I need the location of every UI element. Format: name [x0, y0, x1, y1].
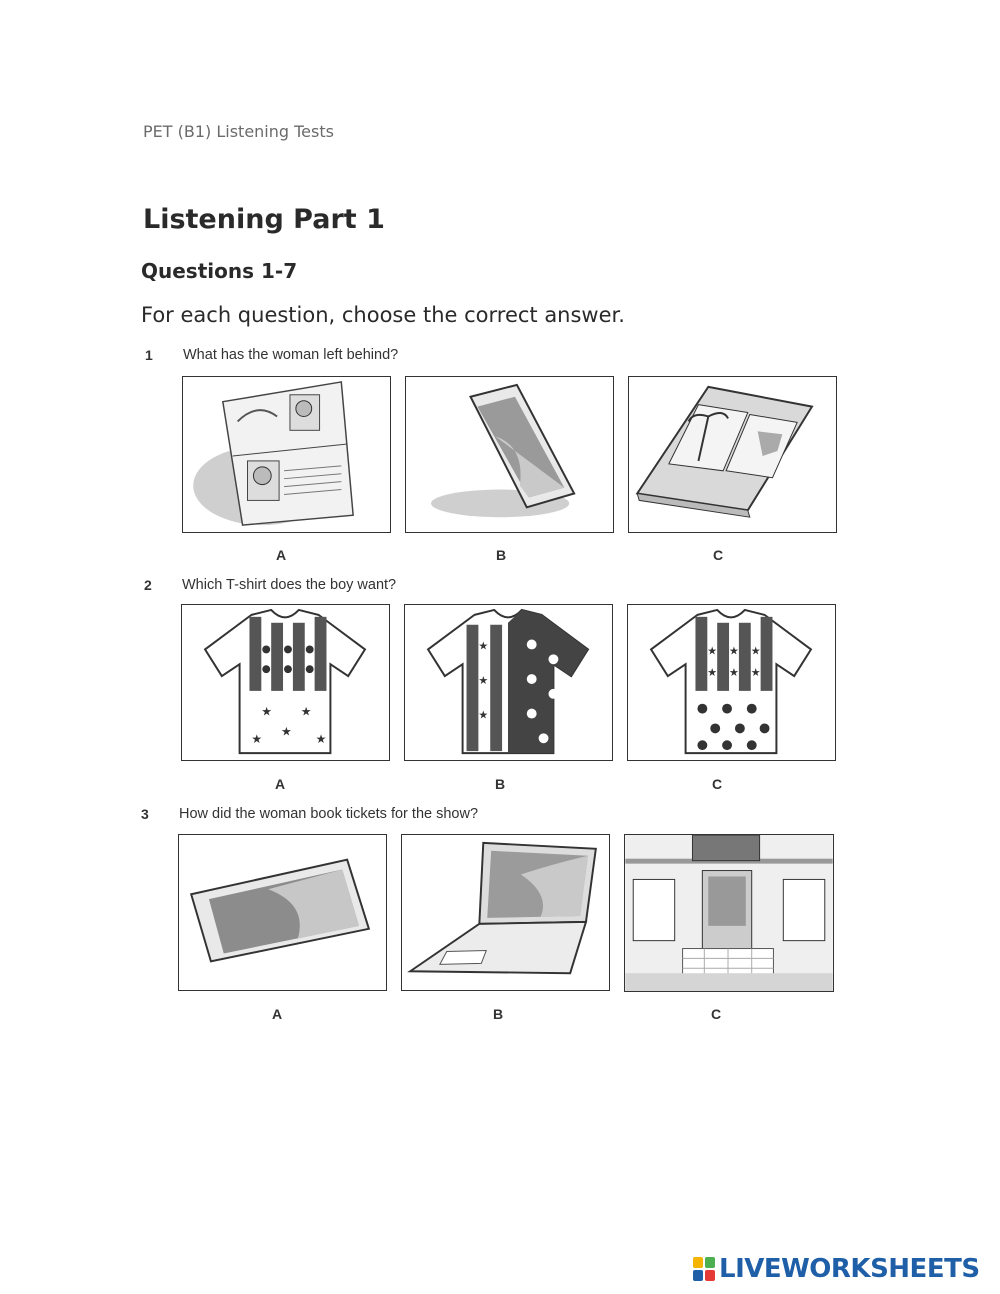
svg-text:★: ★	[478, 710, 488, 722]
svg-text:★: ★	[751, 667, 761, 679]
svg-text:★: ★	[301, 705, 312, 719]
svg-text:★: ★	[707, 645, 717, 657]
logo-mark-icon	[693, 1257, 715, 1281]
q2-option-a-label: A	[274, 776, 286, 792]
q2-option-c-image[interactable]: ★ ★ ★ ★ ★ ★	[627, 604, 836, 761]
question-1-text: What has the woman left behind?	[183, 347, 399, 363]
svg-text:★: ★	[316, 732, 327, 746]
q1-option-c-label: C	[712, 547, 724, 563]
q1-option-c-image[interactable]	[628, 376, 837, 533]
q1-option-b-image[interactable]	[405, 376, 614, 533]
q3-option-b-image[interactable]	[401, 834, 610, 991]
svg-text:★: ★	[251, 732, 262, 746]
smartphone-icon	[189, 858, 371, 963]
mobile-phone-icon	[431, 383, 576, 518]
question-1-number: 1	[145, 347, 153, 363]
instruction-text: For each question, choose the correct an…	[141, 303, 625, 327]
q3-option-a-label: A	[271, 1006, 283, 1022]
q1-option-b-label: B	[495, 547, 507, 563]
page-header: PET (B1) Listening Tests	[143, 122, 334, 141]
q2-option-a-image[interactable]: ★ ★ ★ ★ ★	[181, 604, 390, 761]
q3-option-a-image[interactable]	[178, 834, 387, 991]
q1-option-a-label: A	[275, 547, 287, 563]
svg-text:★: ★	[751, 645, 761, 657]
tshirt-stripes-dots-stars-icon: ★ ★ ★ ★ ★	[203, 608, 367, 755]
guidebook-icon	[635, 385, 814, 518]
question-2-text: Which T-shirt does the boy want?	[182, 577, 397, 593]
page-title: Listening Part 1	[143, 204, 385, 235]
q1-option-a-image[interactable]	[182, 376, 391, 533]
question-2-number: 2	[144, 577, 152, 593]
svg-text:★: ★	[707, 667, 717, 679]
svg-text:★: ★	[478, 675, 488, 687]
box-office-icon	[625, 835, 833, 991]
q3-option-b-label: B	[492, 1006, 504, 1022]
svg-text:★: ★	[729, 667, 739, 679]
q3-option-c-image[interactable]	[624, 834, 834, 992]
q2-option-c-label: C	[711, 776, 723, 792]
tshirt-stars-dots-split-icon: ★ ★ ★	[426, 608, 590, 755]
svg-text:★: ★	[281, 724, 292, 738]
section-subtitle: Questions 1-7	[141, 259, 298, 283]
tshirt-stripes-stars-dots-icon: ★ ★ ★ ★ ★ ★	[649, 608, 813, 755]
svg-text:★: ★	[729, 645, 739, 657]
logo-text: LIVEWORKSHEETS	[719, 1254, 980, 1284]
passport-icon	[193, 381, 354, 526]
laptop-icon	[407, 841, 597, 975]
q2-option-b-label: B	[494, 776, 506, 792]
question-3-number: 3	[141, 806, 149, 822]
svg-text:★: ★	[478, 640, 488, 652]
q3-option-c-label: C	[710, 1006, 722, 1022]
question-3-text: How did the woman book tickets for the s…	[179, 806, 479, 822]
liveworksheets-logo[interactable]: LIVEWORKSHEETS	[693, 1254, 980, 1284]
q2-option-b-image[interactable]: ★ ★ ★	[404, 604, 613, 761]
svg-text:★: ★	[261, 705, 272, 719]
